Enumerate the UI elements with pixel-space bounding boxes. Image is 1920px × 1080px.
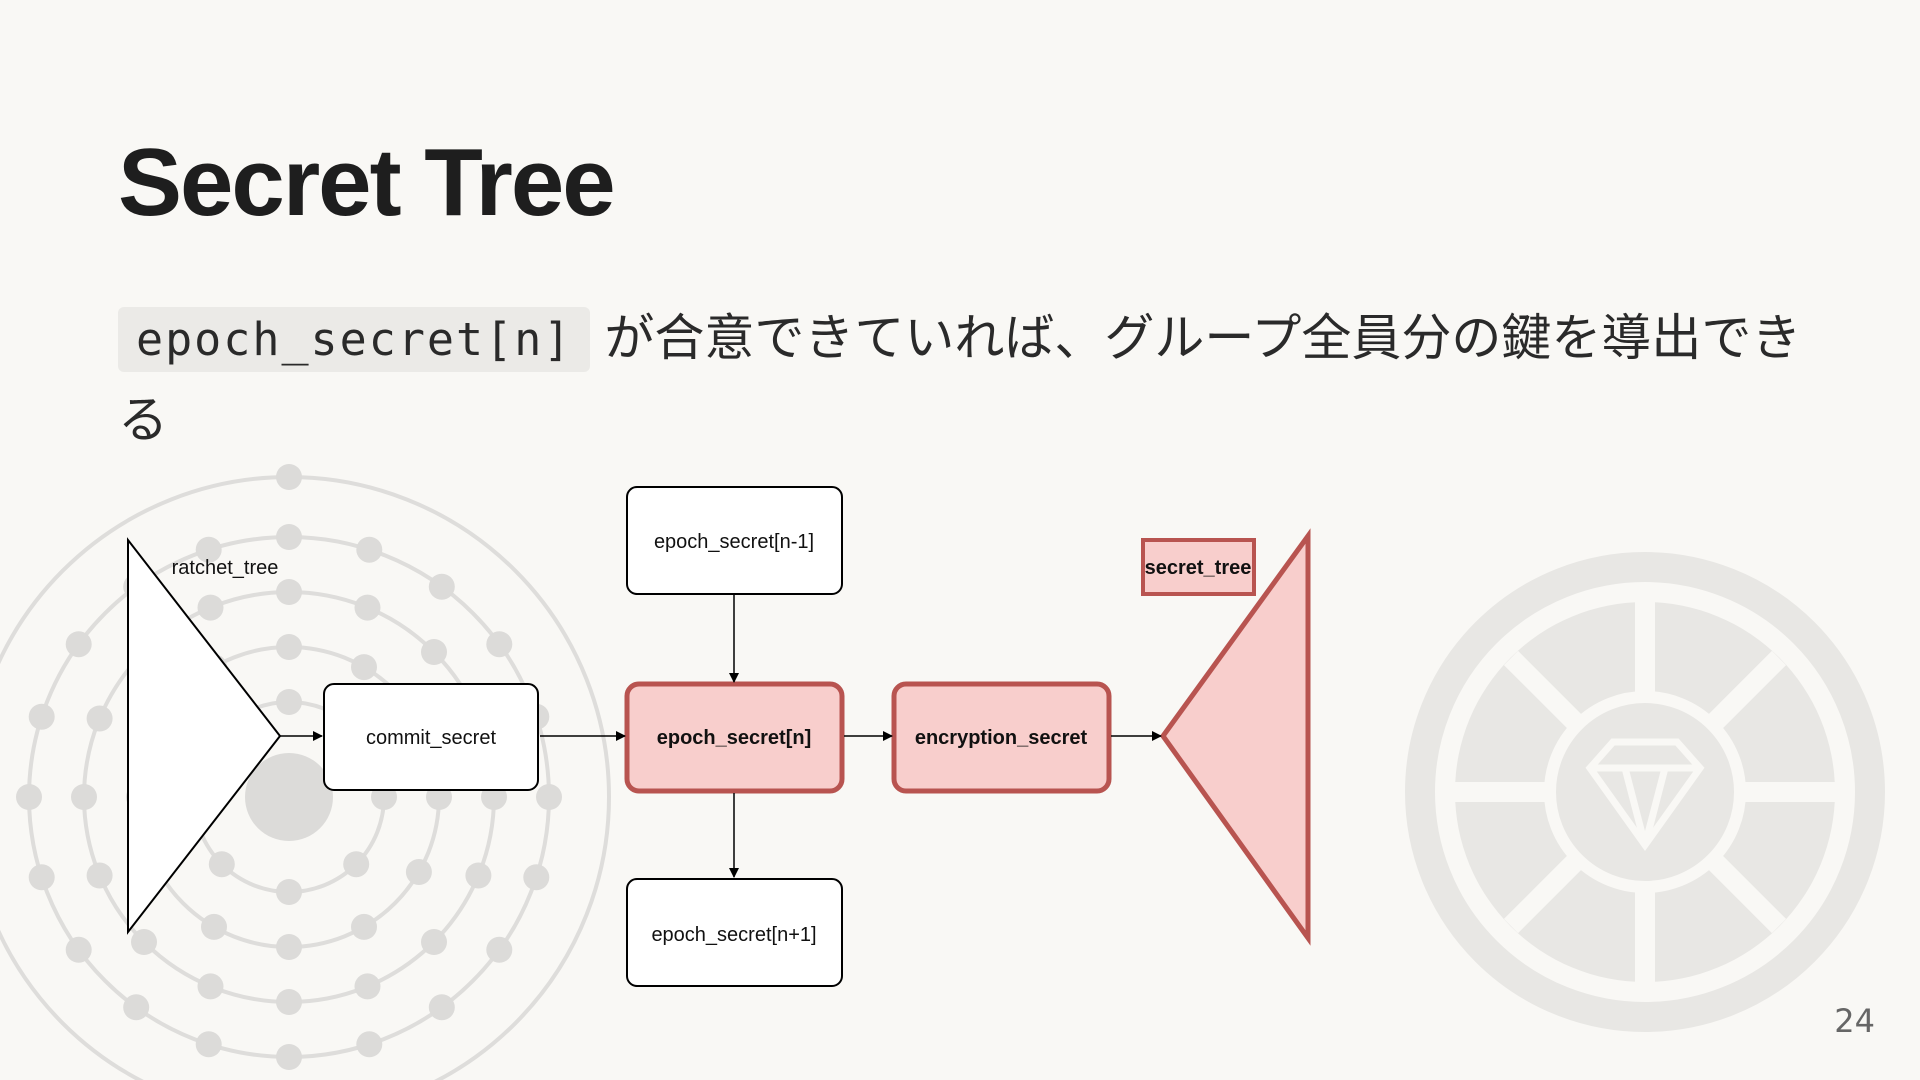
orbit-dot	[356, 536, 383, 563]
orbit-dot	[65, 631, 92, 658]
orbit-dot	[523, 864, 550, 891]
secret-tree-triangle	[1159, 528, 1311, 946]
orbit-dot	[351, 913, 377, 940]
orbit-dot	[86, 705, 113, 732]
orbit-dot	[201, 913, 227, 940]
orbit-center-dot	[245, 753, 333, 841]
connectors	[280, 595, 1162, 878]
orbit-dot	[195, 536, 222, 563]
orbit-dot	[195, 1031, 222, 1058]
orbit-dot	[405, 859, 432, 885]
orbit-dot	[276, 989, 302, 1015]
orbit-dot	[465, 862, 492, 889]
secret-tree-label-box	[1141, 538, 1256, 596]
orbit-dot	[536, 784, 562, 810]
ratchet-tree-triangle	[127, 537, 282, 935]
orbit-dot	[28, 703, 55, 730]
inline-code: epoch_secret[n]	[118, 307, 591, 372]
page-title: Secret Tree	[118, 129, 616, 236]
orbit-dot	[343, 851, 370, 878]
orbit-dot	[276, 1044, 302, 1070]
lead-text: epoch_secret[n]が合意できていれば、グループ全員分の鍵を導出できる	[118, 298, 1818, 460]
epoch-secret-next-node	[626, 878, 843, 987]
orbit-dot	[16, 784, 42, 810]
orbit-dot	[276, 634, 302, 660]
epoch-secret-prev-node	[626, 486, 843, 595]
epoch-secret-label: epoch_secret[n]	[657, 727, 812, 749]
orbit-dot	[276, 689, 302, 715]
lead-sentence: が合意できていれば、グループ全員分の鍵を導出できる	[118, 309, 1802, 449]
orbit-dot	[421, 929, 447, 955]
commit-secret-label: commit_secret	[366, 727, 496, 749]
orbit-dot	[421, 639, 447, 665]
orbit-dot	[354, 594, 381, 621]
orbit-dot	[123, 994, 150, 1021]
orbit-dot	[28, 864, 55, 891]
epoch-secret-prev-label: epoch_secret[n-1]	[654, 531, 814, 553]
orbit-dot	[428, 994, 455, 1021]
orbit-dot	[276, 879, 302, 905]
orbit-dot	[276, 524, 302, 550]
orbit-dot	[356, 1031, 383, 1058]
orbit-dot	[276, 464, 302, 490]
epoch-secret-node	[624, 681, 845, 794]
orbit-dot	[86, 862, 113, 889]
orbit-dot	[131, 929, 157, 955]
orbit-dot	[276, 579, 302, 605]
secret-tree-label: secret_tree	[1145, 557, 1252, 579]
orbit-dot	[354, 973, 381, 1000]
encryption-secret-label: encryption_secret	[915, 727, 1088, 749]
orbit-dot	[486, 631, 513, 658]
orbit-dot	[65, 936, 92, 963]
orbit-dot	[71, 784, 97, 810]
orbit-dot	[208, 851, 235, 878]
epoch-secret-next-label: epoch_secret[n+1]	[651, 924, 816, 946]
ratchet-tree-label: ratchet_tree	[172, 557, 279, 579]
encryption-secret-node	[891, 681, 1112, 794]
page-number: 24	[1834, 1002, 1875, 1040]
orbit-dot	[428, 573, 455, 600]
orbit-dot	[276, 934, 302, 960]
orbit-dot	[197, 973, 224, 1000]
orbit-dot	[486, 936, 513, 963]
orbit-dot	[351, 654, 377, 681]
orbit-dot	[197, 594, 224, 621]
ruby-emblem-icon	[1405, 552, 1885, 1032]
commit-secret-node	[323, 683, 539, 791]
